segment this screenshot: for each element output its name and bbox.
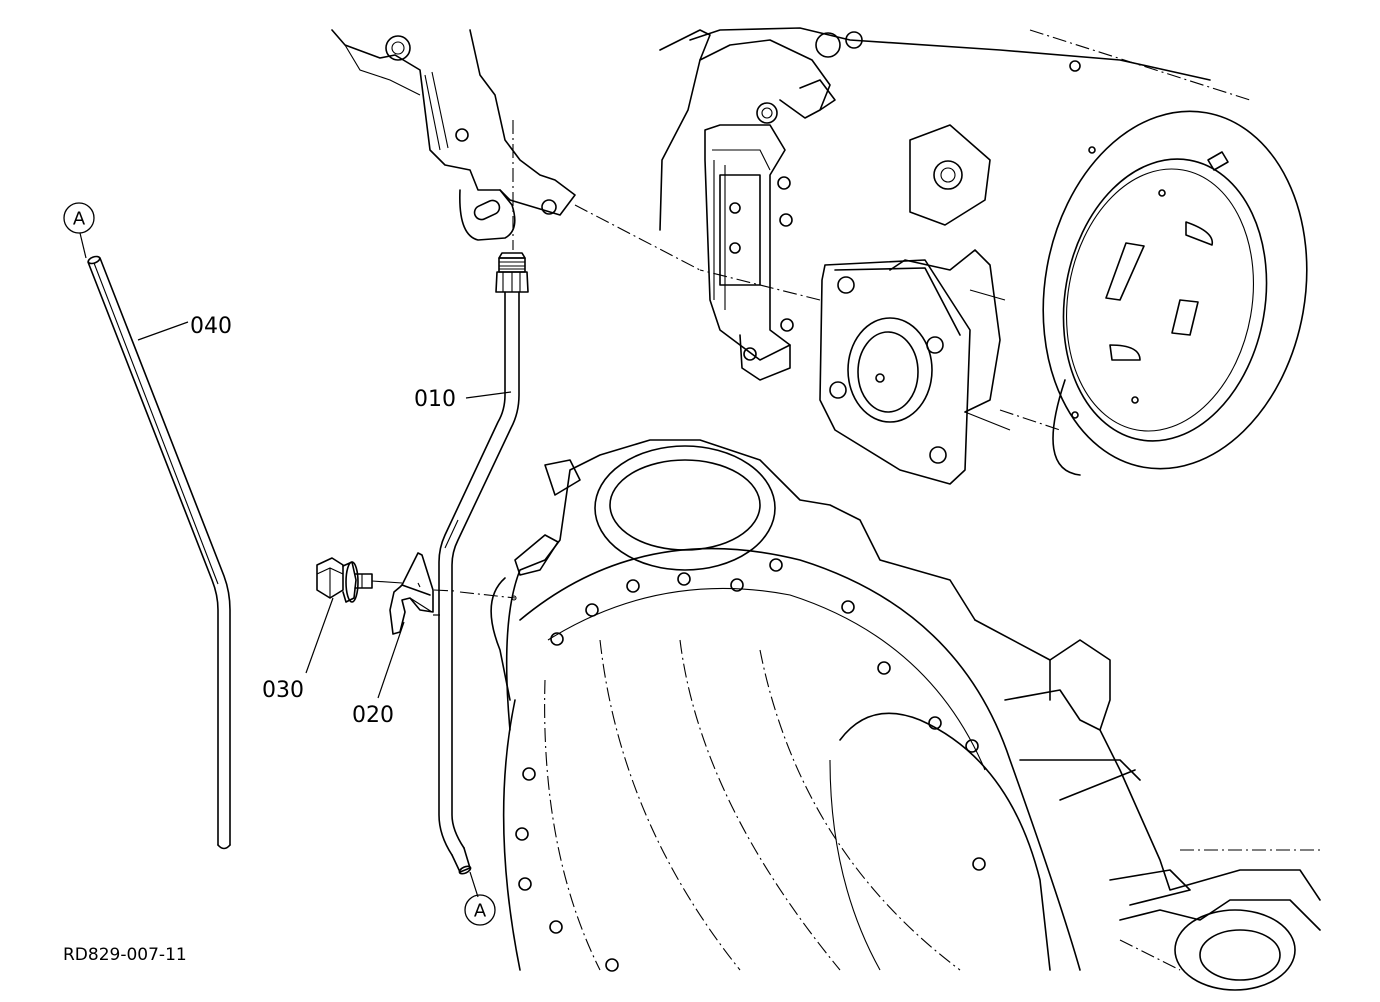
connection-marker-bottom: A xyxy=(464,894,496,926)
label-part-020: 020 xyxy=(352,703,394,728)
label-part-040: 040 xyxy=(190,314,232,339)
pipe-010 xyxy=(438,252,529,875)
leader-lines xyxy=(79,232,512,898)
bolt-030 xyxy=(316,557,516,603)
marker-letter: A xyxy=(474,901,487,922)
reference-code: RD829-007-11 xyxy=(63,945,187,965)
connection-marker-top: A xyxy=(63,202,95,234)
clamp-020 xyxy=(389,552,434,635)
lower-gear-housing xyxy=(490,439,1321,991)
label-part-010: 010 xyxy=(414,387,456,412)
upper-housing-assembly xyxy=(331,27,1308,485)
marker-letter: A xyxy=(73,209,86,230)
pipe-040 xyxy=(87,255,231,850)
label-part-030: 030 xyxy=(262,678,304,703)
